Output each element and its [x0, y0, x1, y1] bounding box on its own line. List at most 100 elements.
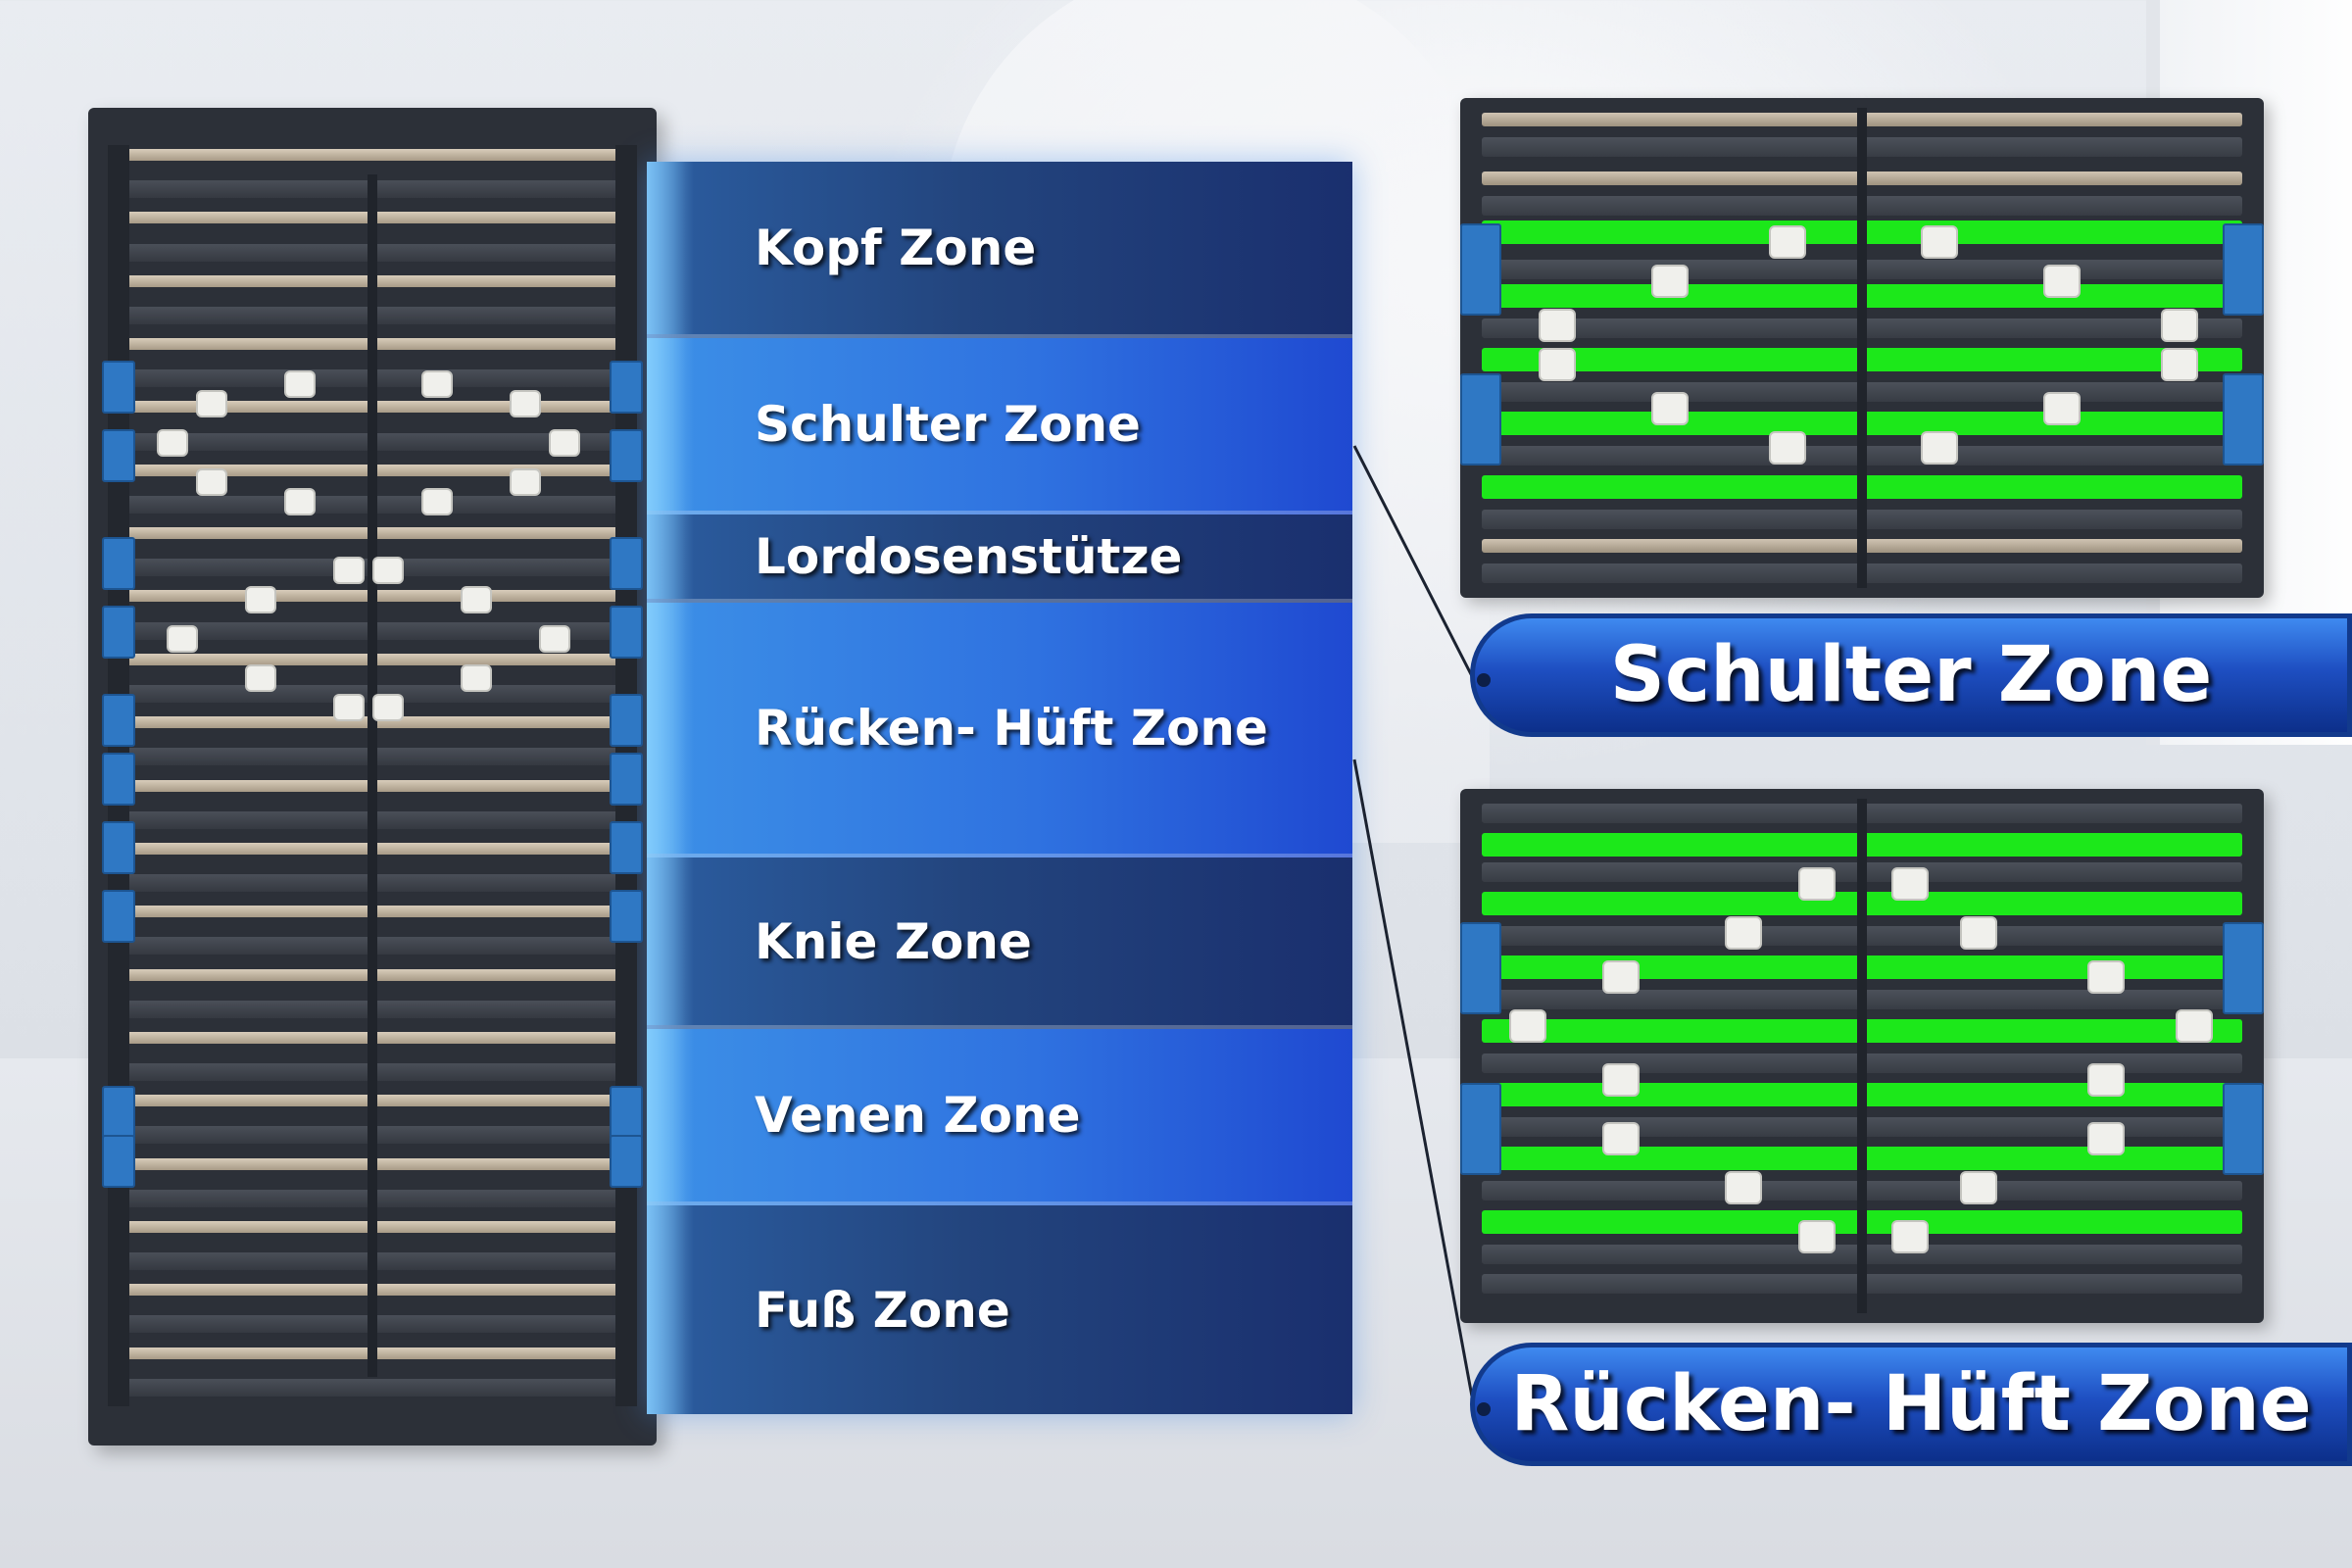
callout-dot [1477, 1402, 1491, 1416]
blue-zone-clip [1460, 1082, 1501, 1175]
blue-zone-clip [102, 361, 135, 414]
blue-zone-clip [102, 606, 135, 659]
blue-zone-clip [610, 1135, 643, 1188]
zone-venen-label: Venen Zone [755, 1087, 1081, 1144]
adjustment-slider [2176, 1009, 2213, 1043]
blue-zone-clip [610, 537, 643, 590]
zone-ruecken-hueft: Rücken- Hüft Zone [647, 603, 1352, 858]
blue-zone-clip [610, 694, 643, 747]
adjustment-slider [1539, 348, 1576, 381]
blue-zone-clip [102, 1135, 135, 1188]
blue-zone-clip [610, 606, 643, 659]
adjustment-slider [2043, 392, 2081, 425]
blue-zone-clip [610, 429, 643, 482]
zone-lordosenstuetze: Lordosenstütze [647, 514, 1352, 603]
adjustment-slider [539, 625, 570, 653]
adjustment-slider [1602, 960, 1640, 994]
blue-zone-clip [2223, 372, 2264, 466]
blue-zone-clip [610, 890, 643, 943]
adjustment-slider [167, 625, 198, 653]
adjustment-slider [2043, 265, 2081, 298]
zone-venen: Venen Zone [647, 1029, 1352, 1205]
callout-dot [1477, 673, 1491, 687]
zone-fuss-label: Fuß Zone [755, 1281, 1010, 1339]
adjustment-slider [1769, 225, 1806, 259]
blue-zone-clip [610, 753, 643, 806]
adjustment-slider [1539, 309, 1576, 342]
adjustment-slider [1798, 1220, 1836, 1253]
zone-knie-label: Knie Zone [755, 912, 1032, 970]
detail-top-spine [1857, 108, 1867, 588]
adjustment-slider [549, 429, 580, 457]
blue-zone-clip [1460, 372, 1501, 466]
adjustment-slider [461, 664, 492, 692]
blue-zone-clip [610, 361, 643, 414]
adjustment-slider [1602, 1063, 1640, 1097]
slatted-frame-detail-schulter [1460, 98, 2264, 598]
blue-zone-clip [1460, 922, 1501, 1015]
adjustment-slider [1509, 1009, 1546, 1043]
blue-zone-clip [102, 429, 135, 482]
callout-ruecken-hueft-label: Rücken- Hüft Zone [1510, 1360, 2312, 1448]
blue-zone-clip [2223, 1082, 2264, 1175]
adjustment-slider [1651, 392, 1689, 425]
slat-area [102, 145, 643, 1406]
adjustment-slider [1891, 1220, 1929, 1253]
blue-zone-clip [1460, 222, 1501, 316]
adjustment-slider [372, 557, 404, 584]
adjustment-slider [1960, 1171, 1997, 1204]
adjustment-slider [333, 694, 365, 721]
detail-bottom-spine [1857, 799, 1867, 1313]
slat [125, 1378, 619, 1396]
blue-zone-clip [2223, 922, 2264, 1015]
adjustment-slider [1651, 265, 1689, 298]
blue-zone-clip [610, 821, 643, 874]
adjustment-slider [510, 468, 541, 496]
slat [125, 149, 619, 161]
zone-kopf: Kopf Zone [647, 162, 1352, 338]
blue-zone-clip [102, 890, 135, 943]
zone-kopf-label: Kopf Zone [755, 220, 1037, 276]
zone-schulter: Schulter Zone [647, 338, 1352, 514]
adjustment-slider [1921, 225, 1958, 259]
adjustment-slider [1921, 431, 1958, 465]
adjustment-slider [2087, 1122, 2125, 1155]
blue-zone-clip [2223, 222, 2264, 316]
blue-zone-clip [102, 537, 135, 590]
callout-schulter-label: Schulter Zone [1609, 631, 2213, 719]
adjustment-slider [284, 370, 316, 398]
blue-zone-clip [610, 1086, 643, 1139]
slatted-frame-detail-ruecken-hueft [1460, 789, 2264, 1323]
adjustment-slider [510, 390, 541, 417]
zone-schulter-label: Schulter Zone [755, 396, 1141, 453]
blue-zone-clip [102, 1086, 135, 1139]
adjustment-slider [2087, 960, 2125, 994]
adjustment-slider [284, 488, 316, 515]
zone-label-panel: Kopf Zone Schulter Zone Lordosenstütze R… [647, 162, 1352, 1414]
adjustment-slider [421, 370, 453, 398]
adjustment-slider [1602, 1122, 1640, 1155]
blue-zone-clip [102, 753, 135, 806]
adjustment-slider [245, 664, 276, 692]
zone-fuss: Fuß Zone [647, 1205, 1352, 1414]
adjustment-slider [1798, 867, 1836, 901]
blue-zone-clip [102, 694, 135, 747]
callout-ruecken-hueft-zone: Rücken- Hüft Zone [1470, 1343, 2352, 1466]
adjustment-slider [333, 557, 365, 584]
adjustment-slider [1725, 1171, 1762, 1204]
adjustment-slider [157, 429, 188, 457]
adjustment-slider [196, 390, 227, 417]
adjustment-slider [196, 468, 227, 496]
adjustment-slider [245, 586, 276, 613]
frame-center-spine [368, 174, 377, 1377]
blue-zone-clip [102, 821, 135, 874]
adjustment-slider [461, 586, 492, 613]
zone-knie: Knie Zone [647, 858, 1352, 1029]
adjustment-slider [1725, 916, 1762, 950]
zone-lordosenstuetze-label: Lordosenstütze [755, 528, 1183, 585]
callout-schulter-zone: Schulter Zone [1470, 613, 2352, 737]
zone-ruecken-hueft-label: Rücken- Hüft Zone [755, 700, 1268, 757]
adjustment-slider [372, 694, 404, 721]
slatted-frame-full [88, 108, 657, 1446]
adjustment-slider [1891, 867, 1929, 901]
